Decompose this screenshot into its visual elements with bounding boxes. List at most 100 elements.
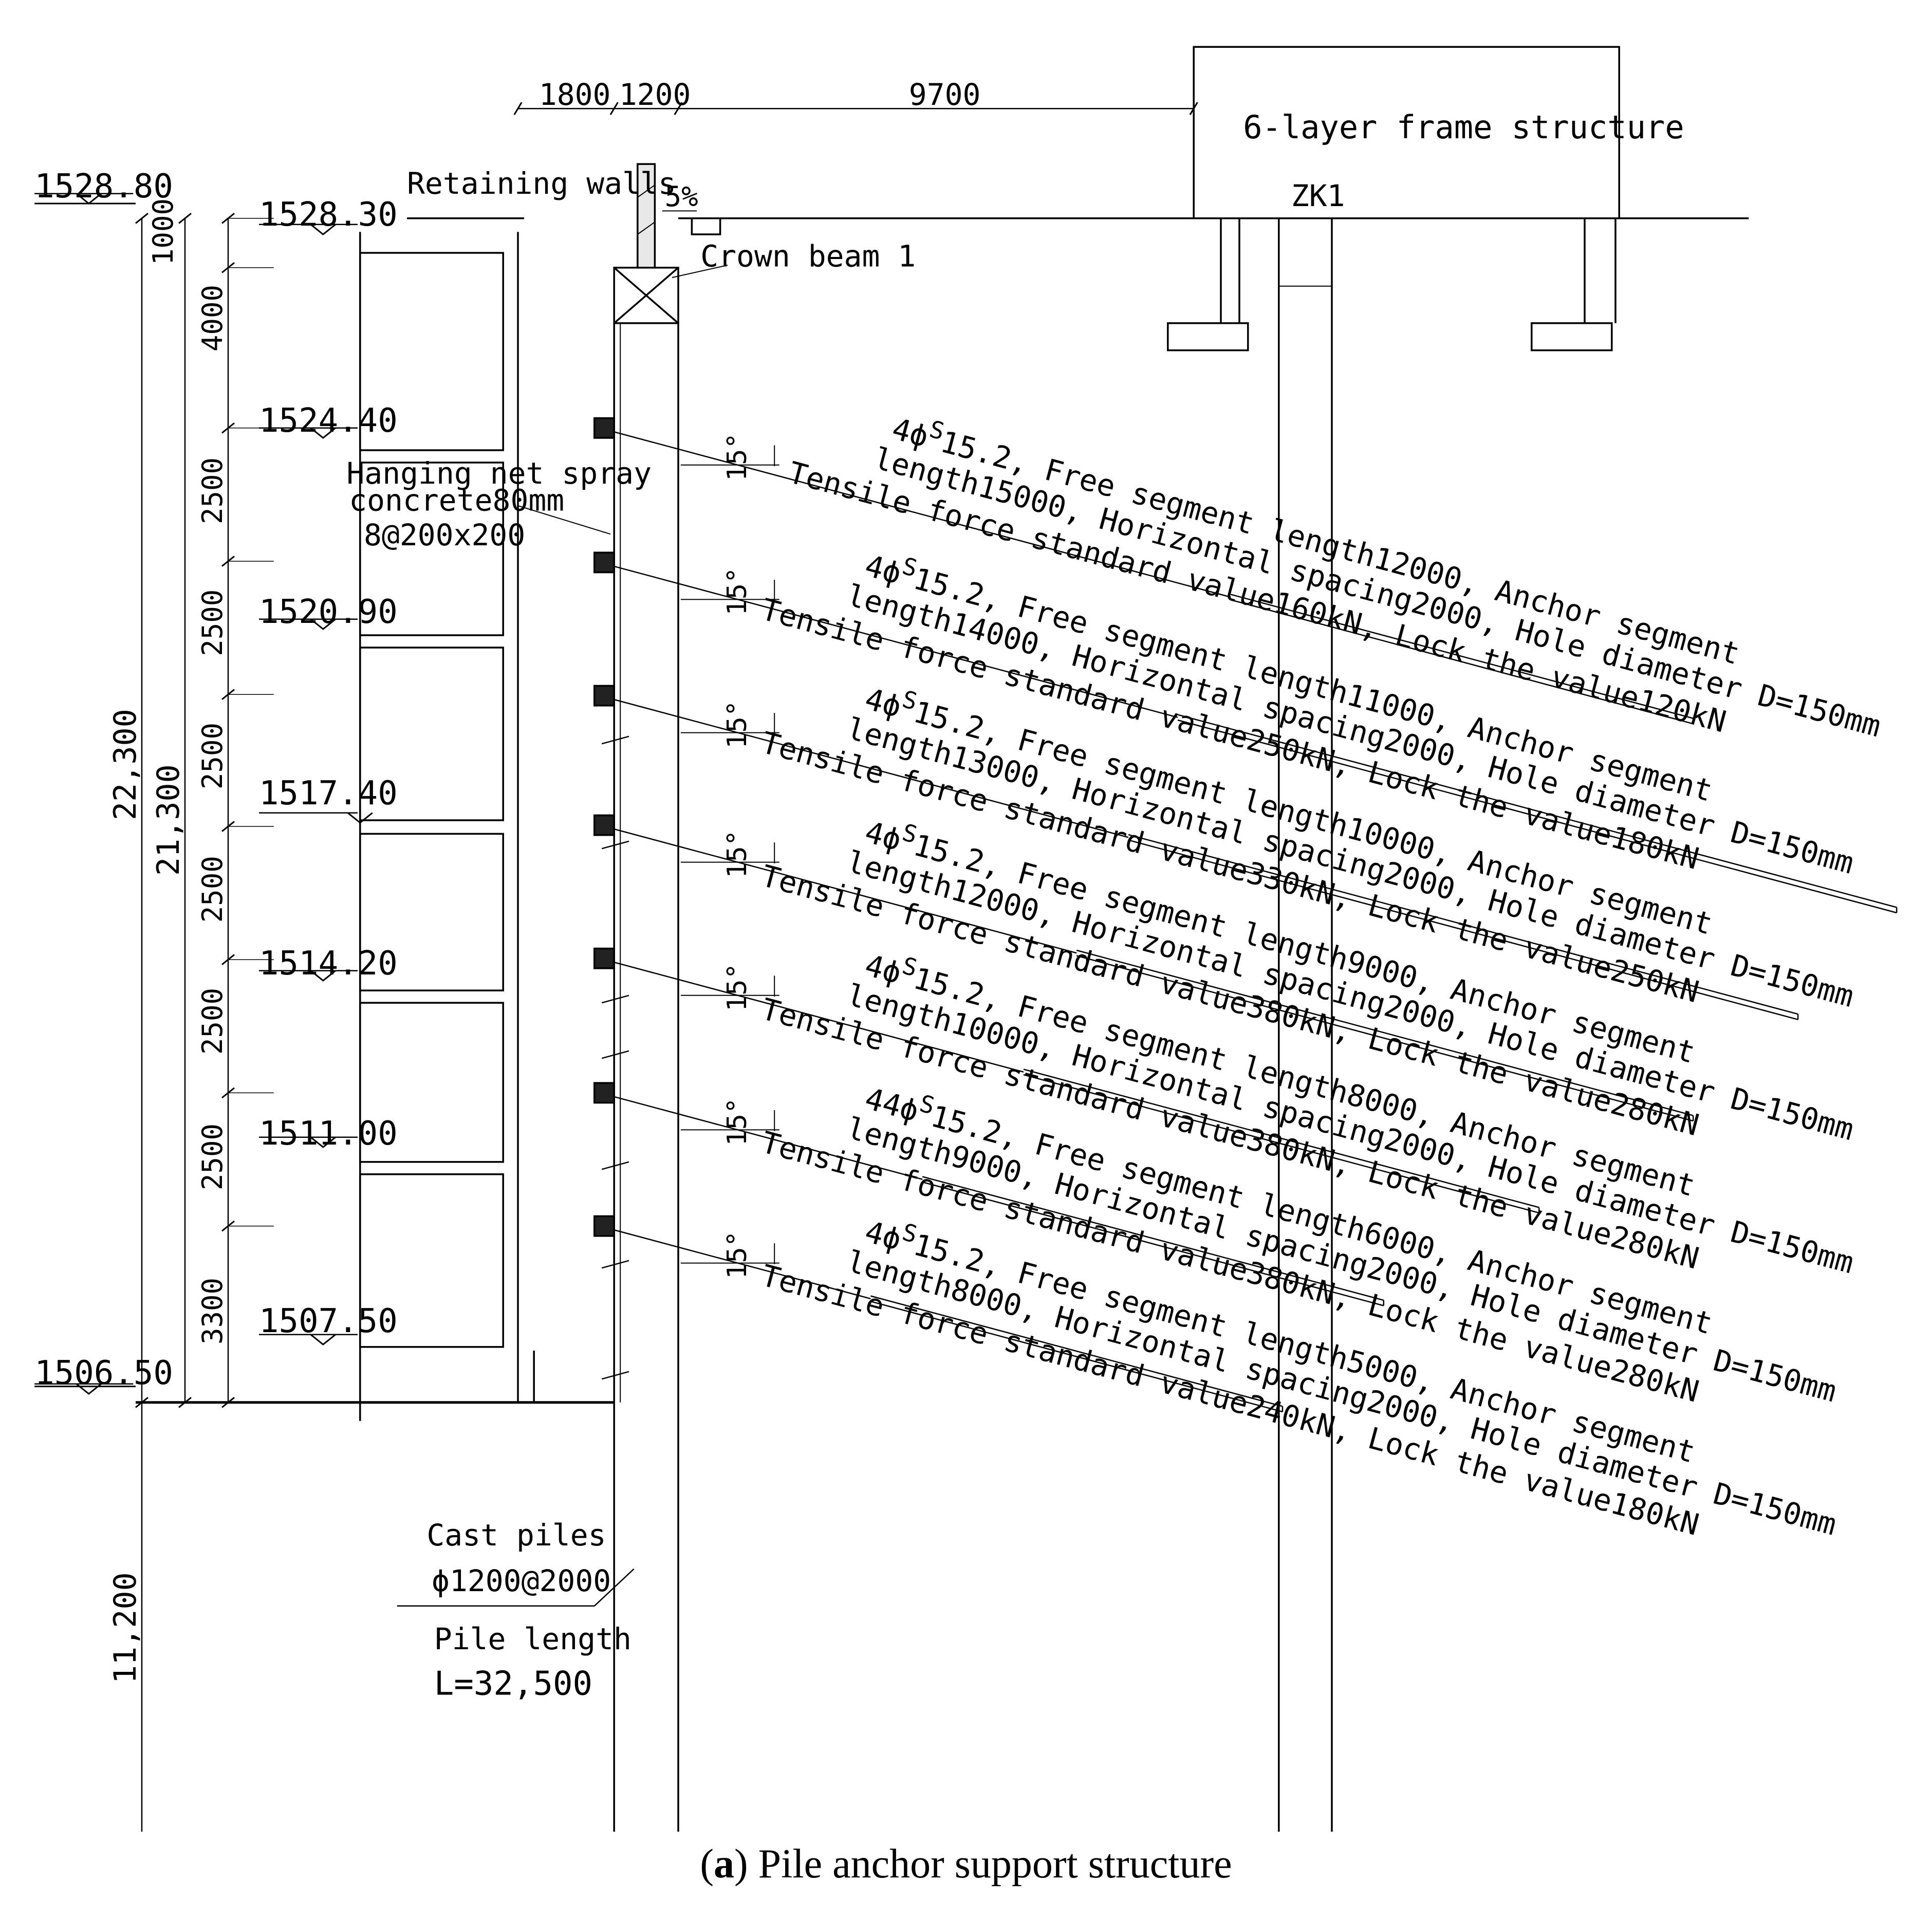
wall-nail-1 <box>601 735 629 745</box>
anchor-grout-a-1 <box>1230 594 1694 719</box>
angle-label-5: 15° <box>722 963 753 1011</box>
anchor-grout-b-7 <box>870 1300 1283 1413</box>
elevation-label-1: 1528.80 <box>34 168 173 206</box>
dim-text-1200: 1200 <box>619 77 691 112</box>
elevation-marker-1 <box>76 193 102 205</box>
anchor-grout-a-6 <box>922 1176 1384 1301</box>
caption-tag: a <box>714 1841 734 1887</box>
anchor-grout-a-5 <box>1023 1068 1539 1208</box>
dim-text-vertical-3: 2500 <box>196 457 229 524</box>
crown-beam-gutter <box>691 218 721 235</box>
anchor-grout-b-2 <box>1177 719 1897 914</box>
dim-tick-top-3 <box>674 102 683 115</box>
anchor-grout-b-5 <box>1023 1074 1539 1214</box>
elevation-label-3: 1524.40 <box>259 402 398 440</box>
floor-panel-2 <box>359 462 504 636</box>
elevation-marker-9 <box>76 1383 102 1395</box>
dim-text-vertical-6: 2500 <box>196 856 229 923</box>
dim-text-22300: 22,300 <box>107 709 143 820</box>
caption-text: Pile anchor support structure <box>758 1841 1232 1887</box>
slope-label: 5% <box>665 180 698 213</box>
anchor-grout-a-4 <box>1076 949 1694 1116</box>
dim-text-vertical-9: 3300 <box>196 1278 229 1344</box>
net-spray-label-3: 8@200x200 <box>364 518 525 552</box>
wall-nail-7 <box>601 1371 629 1380</box>
wall-nail-5 <box>601 1161 629 1170</box>
anchor-head-1 <box>593 417 615 439</box>
anchor-tendon-1 <box>604 428 1231 598</box>
dim-text-vertical-4: 2500 <box>196 589 229 656</box>
elevation-marker-5 <box>347 812 373 824</box>
net-spray-label-1: Hanging net spray <box>346 456 652 491</box>
anchor-head-7 <box>593 1215 615 1237</box>
elevation-label-4: 1520.90 <box>259 593 398 631</box>
elevation-marker-4 <box>310 618 336 630</box>
net-spray-label-2: concrete80mm <box>349 483 564 518</box>
dim-text-vertical-2: 4000 <box>196 285 229 352</box>
anchor-head-4 <box>593 814 615 836</box>
elevation-marker-2 <box>310 224 336 235</box>
elevation-marker-3 <box>310 427 336 439</box>
retaining-wall-hatch-1 <box>637 185 655 198</box>
anchor-tendon-2 <box>604 563 1178 718</box>
angle-label-4: 15° <box>722 830 753 878</box>
dim-tick-a2 <box>135 1397 148 1408</box>
floor-panel-1 <box>359 252 504 451</box>
retaining-wall <box>637 163 656 269</box>
angle-label-1: 15° <box>722 433 753 481</box>
anchor-grout-a-2 <box>1177 714 1897 908</box>
dim-tick-b1 <box>178 213 192 224</box>
elevation-label-2: 1528.30 <box>259 196 398 234</box>
anchor-head-3 <box>593 685 615 707</box>
anchor-tendon-3 <box>604 696 1129 838</box>
pile-length-label-2: L=32,500 <box>434 1665 592 1703</box>
building-outline <box>1193 46 1620 218</box>
dim-text-9700: 9700 <box>909 77 981 112</box>
anchor-grout-b-3 <box>1128 839 1798 1020</box>
figure-caption: (a) Pile anchor support structure <box>700 1841 1232 1887</box>
elevation-marker-8 <box>310 1334 336 1345</box>
floor-panel-4 <box>359 833 504 991</box>
wall-nail-2 <box>601 840 629 850</box>
dim-text-vertical-1: 1000 <box>147 198 179 265</box>
crown-beam-label: Crown beam 1 <box>700 238 916 273</box>
anchor-grout-a-7 <box>870 1295 1283 1407</box>
anchor-head-2 <box>593 551 615 574</box>
pile-length-label-1: Pile length <box>434 1621 631 1656</box>
cast-piles-leader <box>593 1568 635 1607</box>
anchor-tendon-5 <box>604 958 1024 1073</box>
crown-beam-cross-2 <box>614 267 679 324</box>
dim-tick-top-1 <box>513 102 523 115</box>
elevation-label-5: 1517.40 <box>259 775 398 813</box>
anchor-head-6 <box>593 1082 615 1104</box>
anchor-grout-b-4 <box>1076 955 1694 1122</box>
borehole-label: ZK1 <box>1291 178 1345 213</box>
angle-label-6: 15° <box>722 1098 753 1146</box>
floor-panel-5 <box>359 1002 504 1163</box>
elevation-marker-7 <box>310 1136 336 1148</box>
dim-text-21300: 21,300 <box>151 764 187 876</box>
dim-tick-top-4 <box>1189 102 1198 115</box>
dim-text-1800: 1800 <box>539 77 611 112</box>
elevation-label-8: 1507.50 <box>259 1302 398 1340</box>
net-spray-leader <box>517 505 611 535</box>
dim-text-vertical-8: 2500 <box>196 1123 229 1190</box>
anchor-head-5 <box>593 947 615 969</box>
anchor-tendon-6 <box>604 1093 923 1180</box>
angle-label-2: 15° <box>722 567 753 616</box>
floor-panel-3 <box>359 647 504 821</box>
cast-piles-label-1: Cast piles <box>426 1518 606 1553</box>
dim-tick-top-2 <box>609 102 619 115</box>
retaining-walls-label: Retaining walls <box>407 166 676 201</box>
angle-label-7: 15° <box>722 1231 753 1279</box>
crown-beam-leader <box>672 265 728 278</box>
floor-panel-6 <box>359 1173 504 1348</box>
cast-piles-label-2: ϕ1200@2000 <box>432 1563 611 1598</box>
dim-tick-a1 <box>135 213 148 224</box>
dim-tick-b2 <box>178 1397 192 1408</box>
retaining-wall-hatch-2 <box>637 222 655 235</box>
crown-beam-box <box>613 267 679 324</box>
elevation-marker-6 <box>310 970 336 982</box>
